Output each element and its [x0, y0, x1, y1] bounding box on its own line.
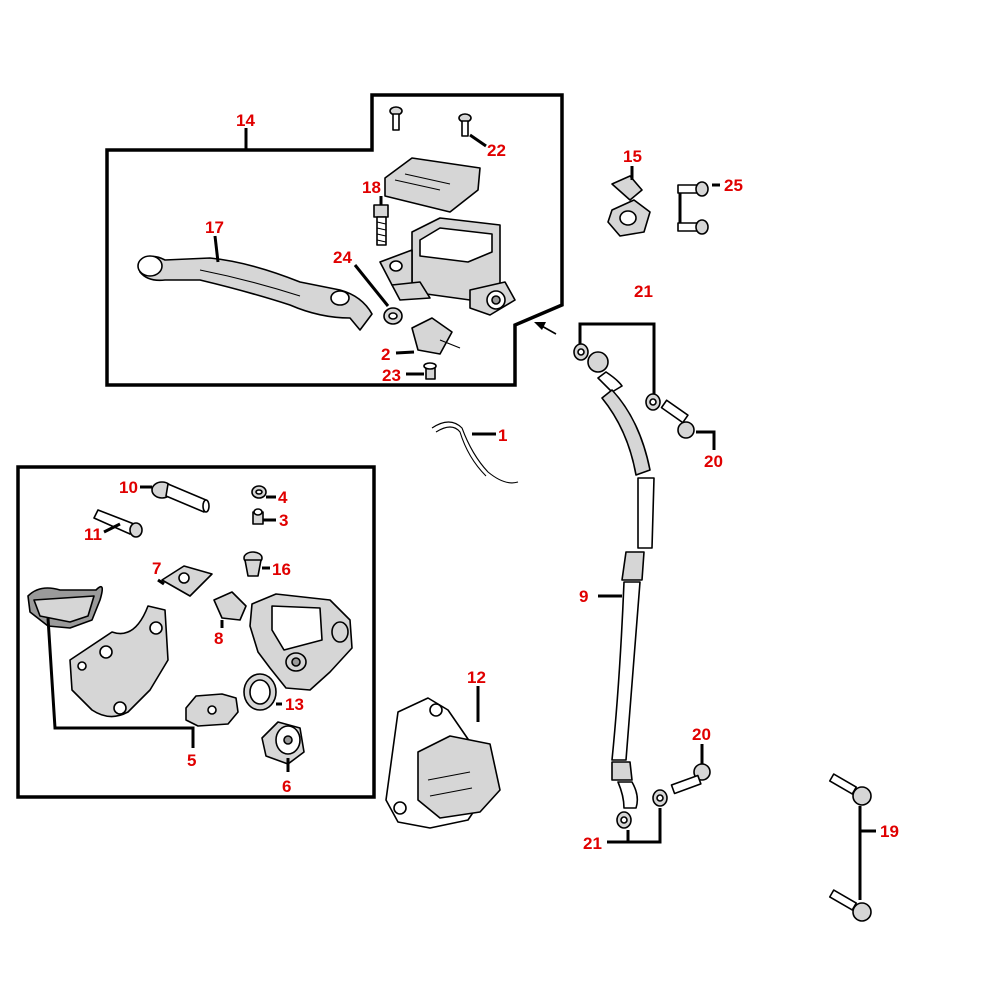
- reservoir-cap: [384, 157, 481, 213]
- callout-22: 22: [487, 141, 506, 160]
- washer-part-21-upper: [573, 343, 661, 411]
- callout-24: 24: [333, 248, 352, 267]
- brake-hose-part-9: [587, 351, 655, 809]
- clip-part-1: [431, 421, 519, 484]
- callout-1: 1: [498, 426, 507, 445]
- callout-23: 23: [382, 366, 401, 385]
- callout-12: 12: [467, 668, 486, 687]
- assembly-direction-arrow: [534, 322, 557, 335]
- brake-switch-part-2: [411, 317, 461, 355]
- leader-17: [213, 235, 220, 263]
- seal-part-13: [243, 673, 277, 711]
- brake-pad-inner: [27, 585, 104, 629]
- leader-11: [103, 522, 121, 534]
- reservoir-screw: [389, 106, 403, 131]
- callout-25: 25: [724, 176, 743, 195]
- boot-part-16: [243, 551, 263, 577]
- banjo-bolt-part-20-lower: [670, 763, 711, 795]
- leader-24: [353, 264, 390, 307]
- piston-part-6: [261, 721, 305, 765]
- slide-pin-part-10: [151, 481, 210, 513]
- washer-part-21-lower: [616, 789, 668, 829]
- screw-part-22: [458, 113, 472, 137]
- callout-3: 3: [279, 511, 288, 530]
- callout-18: 18: [362, 178, 381, 197]
- clamp-bolts-part-25: [677, 181, 709, 235]
- bleeder-cap-part-4: [251, 485, 267, 499]
- banjo-bolt-part-20-upper: [660, 399, 695, 439]
- leader-21-top: [578, 322, 656, 395]
- callout-19: 19: [880, 822, 899, 841]
- callout-20-lower: 20: [692, 725, 711, 744]
- caliper-body: [249, 593, 353, 691]
- pad-spring-part-7: [161, 565, 213, 597]
- callout-5: 5: [187, 751, 196, 770]
- callout-9: 9: [579, 587, 588, 606]
- caliper-assembly-part-12: [385, 697, 501, 829]
- callout-10: 10: [119, 478, 138, 497]
- brake-pad-part-5: [185, 693, 239, 727]
- callout-4: 4: [278, 488, 288, 507]
- master-cylinder-body: [379, 217, 516, 316]
- callout-14: 14: [236, 111, 255, 130]
- leader-22: [469, 133, 487, 148]
- callout-6: 6: [282, 777, 291, 796]
- callout-20-upper: 20: [704, 452, 723, 471]
- master-cylinder-assembly-frame: [105, 93, 564, 387]
- nut-part-24: [383, 307, 403, 325]
- pin-part-11: [93, 509, 143, 538]
- screw-part-23: [423, 362, 437, 380]
- callout-8: 8: [214, 629, 223, 648]
- pivot-bolt-part-18: [373, 204, 389, 246]
- callout-21-upper: 21: [634, 282, 653, 301]
- leader-21-lower: [607, 808, 662, 844]
- brake-lever-part-17: [137, 255, 373, 331]
- mounting-bolts-part-19: [828, 773, 872, 922]
- callout-15: 15: [623, 147, 642, 166]
- callout-13: 13: [285, 695, 304, 714]
- callout-17: 17: [205, 218, 224, 237]
- leader-19: [858, 806, 876, 900]
- callout-11: 11: [84, 525, 102, 544]
- callout-2: 2: [381, 345, 390, 364]
- leader-2: [395, 350, 415, 355]
- callout-21-lower: 21: [583, 834, 602, 853]
- leader-20-upper: [696, 430, 716, 450]
- leader-5: [46, 617, 195, 748]
- callout-16: 16: [272, 560, 291, 579]
- bleeder-valve-part-3: [252, 508, 264, 525]
- caliper-assembly-frame: [16, 465, 376, 799]
- handlebar-clamp-part-15: [607, 175, 651, 237]
- callout-7: 7: [152, 559, 161, 578]
- pad-retainer-part-8: [213, 591, 247, 621]
- leader-7: [157, 578, 165, 586]
- caliper-bracket: [69, 605, 169, 718]
